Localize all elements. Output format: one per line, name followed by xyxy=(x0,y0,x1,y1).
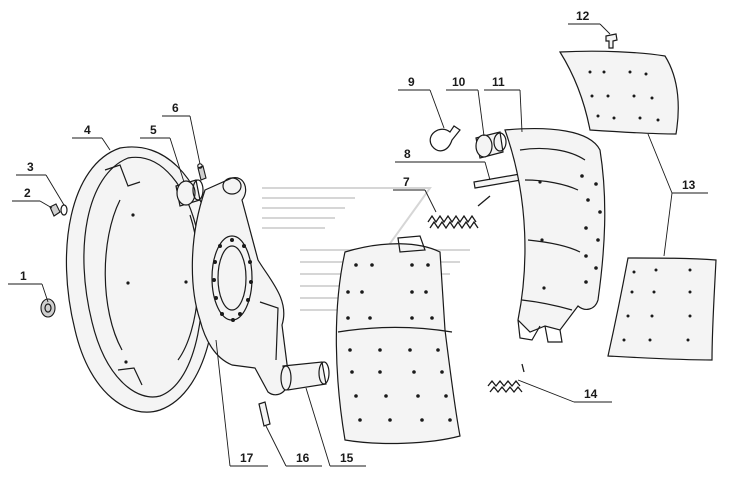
shield-hole xyxy=(131,213,135,217)
part-17-brake-spider xyxy=(191,177,290,396)
part-16-pin xyxy=(258,401,271,427)
part-10-roller xyxy=(475,131,507,159)
callout-labels: 1 2 3 4 5 6 7 8 9 10 11 12 13 14 15 16 1… xyxy=(20,9,696,465)
front-brake-shoe xyxy=(335,235,461,445)
callout-7: 7 xyxy=(403,175,410,189)
callout-16: 16 xyxy=(296,451,310,465)
part-12-rivet xyxy=(605,33,618,49)
callout-11: 11 xyxy=(492,75,505,89)
callout-5: 5 xyxy=(150,123,157,137)
shield-hole xyxy=(124,360,128,364)
part-3-washer xyxy=(60,204,68,216)
callout-2: 2 xyxy=(24,186,31,200)
callout-6: 6 xyxy=(172,101,179,115)
part-5-bushing xyxy=(175,179,204,207)
leader-lines xyxy=(8,23,708,467)
callout-12: 12 xyxy=(576,9,590,23)
callout-8: 8 xyxy=(404,147,411,161)
part-8-spring-pin xyxy=(473,173,522,189)
web-holes xyxy=(538,174,602,290)
part-7-return-spring xyxy=(427,195,491,230)
part-2-bolt xyxy=(49,203,61,217)
part-9-clip xyxy=(429,125,461,152)
part-11-brake-shoe-web xyxy=(504,128,606,343)
lining-holes-lower xyxy=(622,268,692,342)
part-15-anchor-pin xyxy=(280,361,330,391)
part-6-grease-fitting xyxy=(197,163,207,181)
shield-hole xyxy=(184,280,188,284)
callout-9: 9 xyxy=(408,75,415,89)
shield-hole xyxy=(126,281,130,285)
callout-10: 10 xyxy=(452,75,466,89)
callout-4: 4 xyxy=(84,123,91,137)
lining-rivet-holes xyxy=(346,263,452,422)
part-13-brake-lining-lower xyxy=(607,257,717,361)
callout-13: 13 xyxy=(682,178,696,192)
callout-17: 17 xyxy=(240,451,254,465)
callout-3: 3 xyxy=(27,160,34,174)
part-13-brake-lining-upper xyxy=(558,50,679,135)
part-1-nut xyxy=(40,298,56,318)
callout-14: 14 xyxy=(584,387,598,401)
part-14-lower-spring xyxy=(487,363,525,394)
spider-bolt-holes xyxy=(212,238,253,322)
callout-15: 15 xyxy=(340,451,354,465)
lining-holes-upper xyxy=(588,70,660,122)
callout-1: 1 xyxy=(20,269,27,283)
